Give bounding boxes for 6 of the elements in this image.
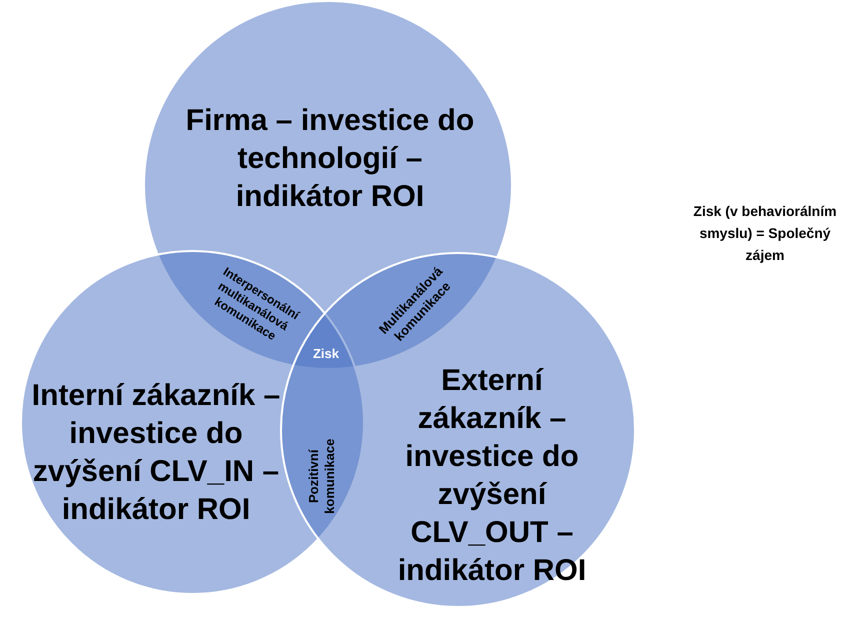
- circle-title: Interní zákazník – investice do zvýšení CLV_IN – indikátor ROI: [30, 378, 282, 528]
- circle-title: Externí zákazník – investice do zvýšení CLV_OUT – indikátor ROI: [396, 363, 588, 589]
- circle-title: Firma – investice do technologií – indikátor ROI: [184, 103, 476, 215]
- note-text: Zisk (v behaviorálním smyslu) = Společný zájem: [692, 202, 838, 265]
- overlap-label: Pozitivní komunikace: [306, 421, 338, 532]
- overlap-label: Zisk: [312, 346, 340, 362]
